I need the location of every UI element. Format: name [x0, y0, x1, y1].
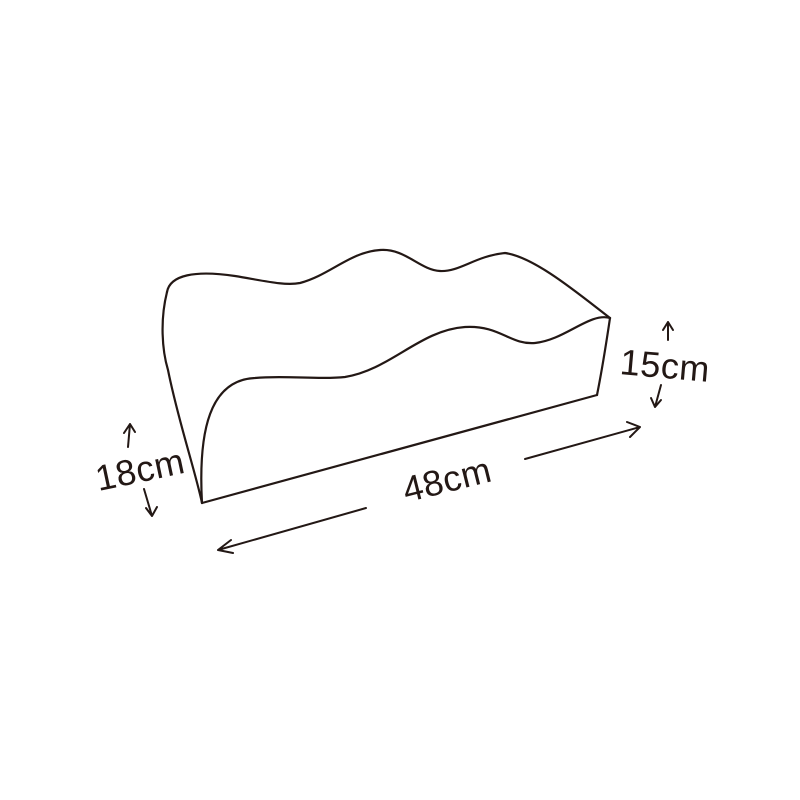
front-height-dimension: 18cm [92, 423, 189, 517]
front-height-label: 18cm [92, 440, 189, 499]
length-arrow-right [524, 421, 641, 460]
back-height-arrow-down [650, 384, 662, 408]
pillow-left-back-edge [161, 290, 204, 505]
pillow-right-edge [595, 316, 612, 397]
length-label: 48cm [398, 449, 495, 511]
back-height-dimension: 15cm [618, 321, 712, 408]
back-height-label: 15cm [618, 341, 711, 390]
front-height-arrow-down [143, 488, 158, 517]
front-height-arrow-up [123, 423, 136, 448]
pillow-bottom-edge [200, 393, 599, 505]
pillow-top-back-edge [165, 248, 612, 320]
back-height-arrow-up [662, 321, 674, 341]
pillow-top-front-edge [200, 316, 612, 505]
length-arrow-left [217, 507, 367, 554]
pillow-outline [161, 248, 612, 505]
